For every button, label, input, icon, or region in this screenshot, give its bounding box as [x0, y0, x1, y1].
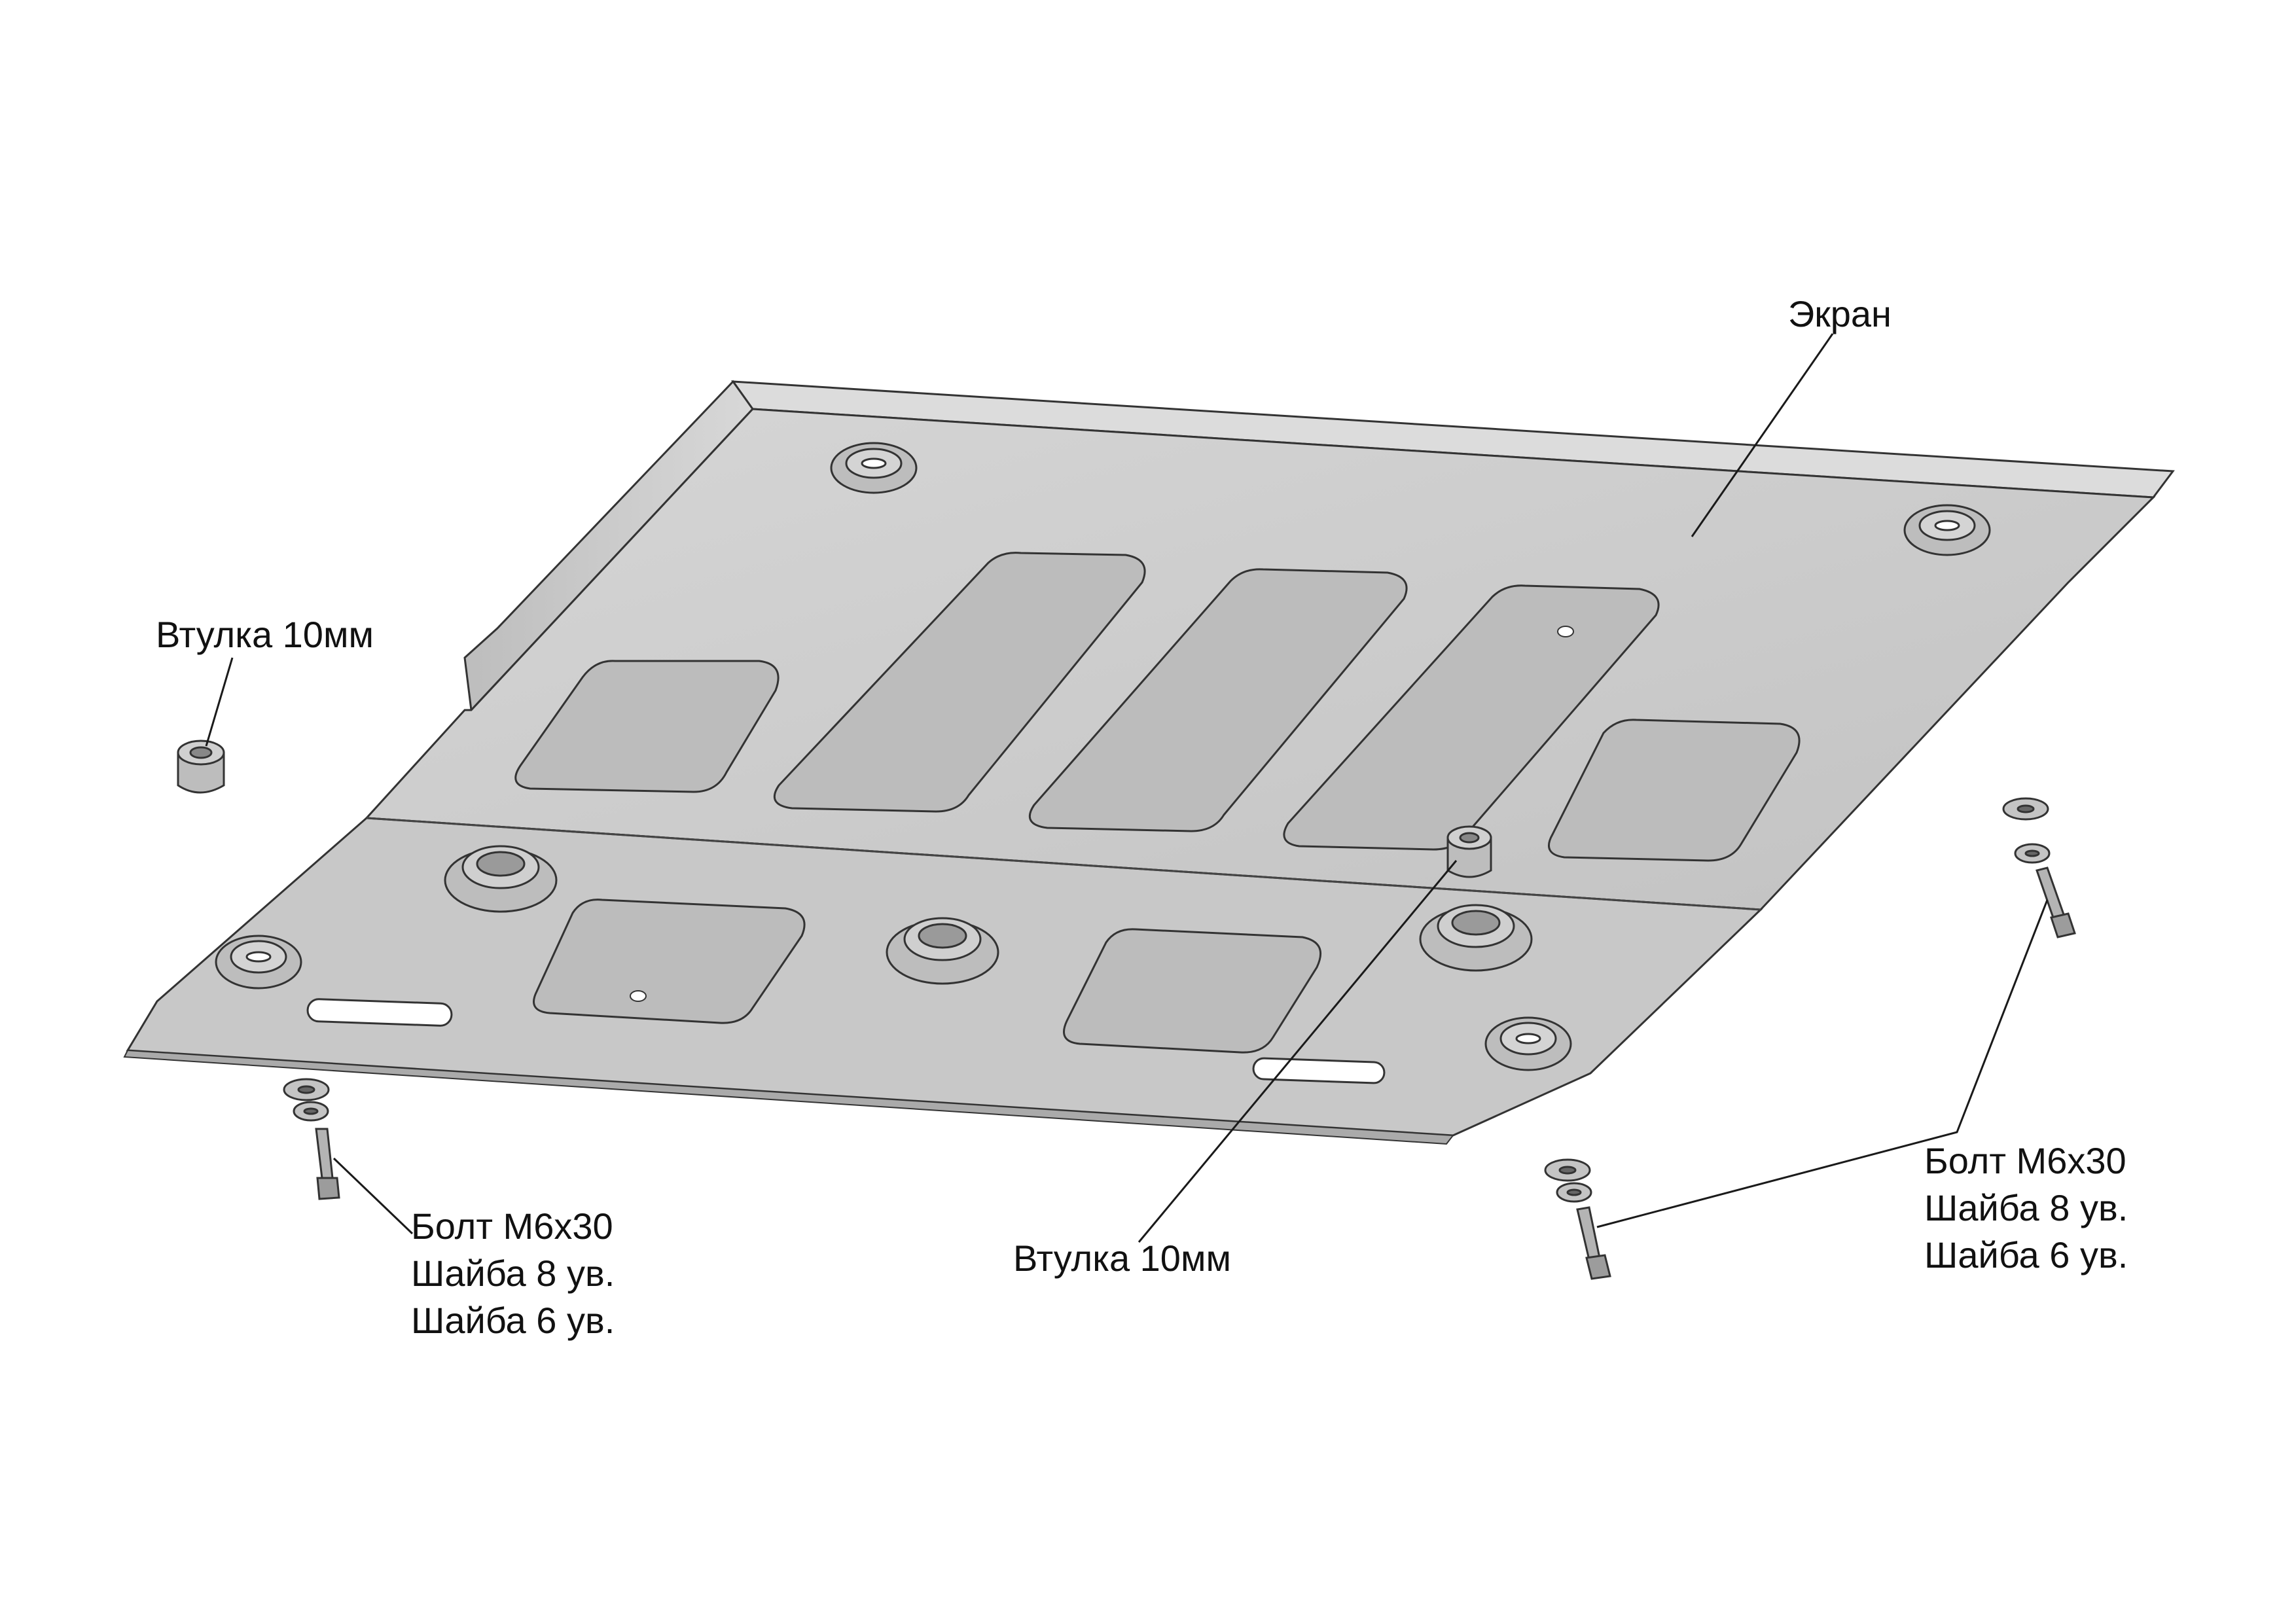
- leader-hardware-right: [1596, 899, 2049, 1228]
- raised-boss-3: [1419, 904, 1533, 972]
- hardware-stack-right-rear: [2002, 797, 2076, 938]
- plate-left-wall: [463, 380, 754, 713]
- vent-lower-2: [1063, 928, 1322, 1054]
- raised-boss-1: [444, 845, 558, 913]
- label-washer6-right: Шайба 6 ув.: [1924, 1234, 2128, 1275]
- label-washer8-right: Шайба 8 ув.: [1924, 1187, 2128, 1228]
- label-bushing-center: Втулка 10мм: [1013, 1238, 1231, 1279]
- leader-bushing-left: [205, 657, 234, 747]
- vent-upper-3: [1028, 568, 1408, 832]
- leader-screen: [1691, 333, 1834, 537]
- plate-bend-line: [366, 817, 1761, 911]
- bushing-left: [177, 740, 225, 794]
- label-bolt-right: Болт М6х30: [1924, 1140, 2126, 1181]
- skid-plate: [123, 380, 2175, 1145]
- label-hardware-right: Болт М6х30 Шайба 8 ув. Шайба 6 ув.: [1924, 1137, 2128, 1279]
- label-washer6-left: Шайба 6 ув.: [411, 1300, 615, 1341]
- label-bushing-left: Втулка 10мм: [156, 614, 374, 655]
- mount-boss-top-right: [1903, 504, 1991, 556]
- small-hole-1: [1557, 626, 1574, 637]
- mount-boss-front-left: [215, 935, 302, 990]
- label-bolt-left: Болт М6х30: [411, 1205, 613, 1247]
- vent-upper-5: [1548, 719, 1801, 862]
- leader-bushing-center: [1138, 860, 1458, 1243]
- label-screen: Экран: [1788, 293, 1892, 334]
- hardware-stack-right-front: [1544, 1158, 1611, 1280]
- small-hole-2: [630, 990, 647, 1002]
- leader-hardware-left: [332, 1157, 414, 1235]
- mount-boss-top-left: [830, 442, 918, 494]
- vent-lower-1: [533, 899, 806, 1024]
- vent-upper-1: [514, 660, 780, 793]
- raised-boss-2: [886, 917, 999, 985]
- label-hardware-left: Болт М6х30 Шайба 8 ув. Шайба 6 ув.: [411, 1203, 615, 1344]
- hardware-stack-left: [283, 1078, 340, 1200]
- vent-upper-4: [1283, 584, 1660, 851]
- vent-upper-2: [773, 552, 1146, 813]
- bushing-center: [1446, 825, 1492, 878]
- label-washer8-left: Шайба 8 ув.: [411, 1253, 615, 1294]
- slot-right: [1252, 1057, 1386, 1084]
- slot-left: [306, 998, 453, 1027]
- plate-front-lip: [123, 1049, 1454, 1145]
- mount-boss-front-right: [1484, 1016, 1572, 1071]
